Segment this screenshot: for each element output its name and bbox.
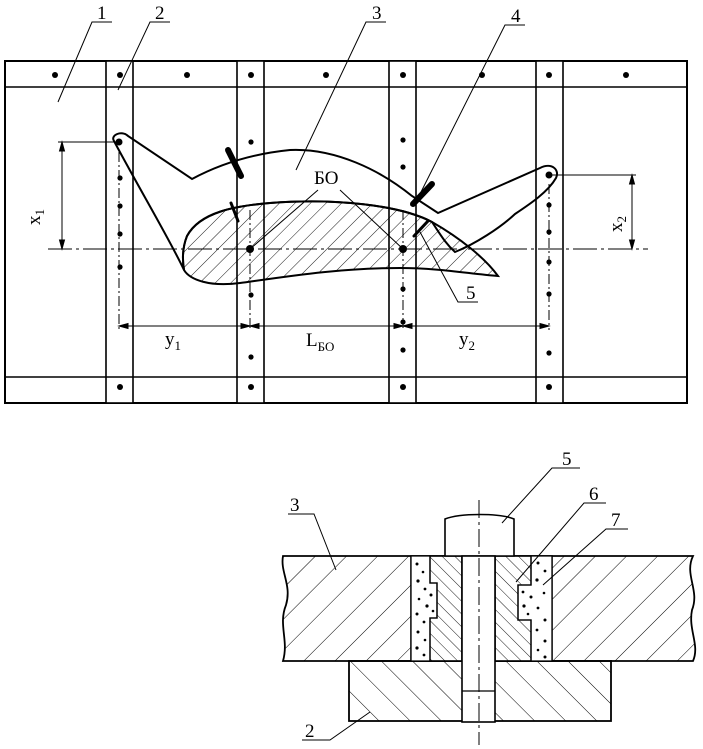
clamp-plate-outline <box>112 132 558 271</box>
callout-3-label: 3 <box>372 3 382 24</box>
dimension-x2-label: x2 <box>606 216 629 232</box>
callout-5-label: 5 <box>466 283 476 304</box>
callout-1-label: 1 <box>97 3 107 24</box>
top-view: x1 x2 y1 LБО y2 БО <box>4 3 688 404</box>
section-view: 5 6 7 3 2 <box>281 449 697 745</box>
bo-leaders <box>249 189 404 250</box>
plate-outline <box>4 60 688 404</box>
bo-region <box>182 200 501 286</box>
top-strip-holes <box>52 72 629 78</box>
dimension-chain <box>117 322 551 330</box>
bo-label: БО <box>314 168 339 189</box>
bushing-right <box>494 555 532 662</box>
dimension-lbo-label: LБО <box>306 330 334 354</box>
clamp-bars <box>225 147 435 238</box>
bottom-strip-holes <box>117 384 552 390</box>
dimension-y1-label: y1 <box>165 329 181 353</box>
section-callout-5-label: 5 <box>562 449 572 470</box>
dimension-x1-label: x1 <box>24 209 47 225</box>
top-callout-leaders <box>57 21 525 303</box>
dimension-y2-label: y2 <box>459 329 475 353</box>
section-callout-6-label: 6 <box>589 484 599 505</box>
callout-4-label: 4 <box>511 6 521 27</box>
callout-2-label: 2 <box>155 3 165 24</box>
section-callout-leaders <box>288 467 628 741</box>
section-callout-3-label: 3 <box>290 495 300 516</box>
dimension-x2 <box>551 173 636 251</box>
section-callout-2-label: 2 <box>305 721 315 742</box>
dimension-x1 <box>58 140 118 251</box>
section-callout-7-label: 7 <box>611 510 621 531</box>
